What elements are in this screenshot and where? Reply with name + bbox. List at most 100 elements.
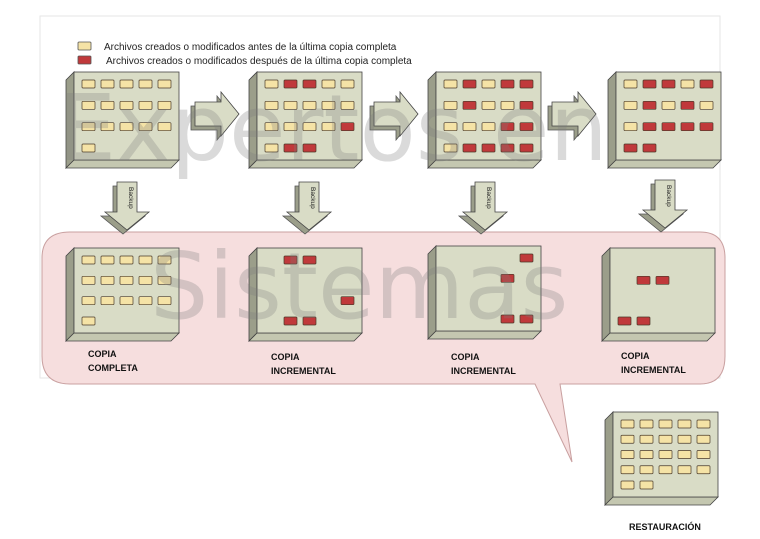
file-old [264,122,279,132]
file-old [443,79,458,89]
caption-full-line1: COPIA [88,349,117,359]
backup-arrow-label: Backup [127,187,134,209]
caption-restore: RESTAURACIÓN [629,521,701,532]
file-old [157,122,172,132]
file-old [661,100,676,110]
arrow-backup-1: Backup [99,181,151,235]
file-old [81,122,96,132]
file-old [157,100,172,110]
file-old [302,122,317,132]
file-old [481,100,496,110]
file-old [623,100,638,110]
state-box-2 [248,71,363,169]
file-old [696,465,711,475]
file-old [443,100,458,110]
caption-inc1-line2: INCREMENTAL [271,366,336,376]
caption-inc3-line2: INCREMENTAL [621,365,686,375]
file-old [680,79,695,89]
file-new [519,122,534,132]
file-old [138,122,153,132]
file-new [636,316,651,326]
file-new [642,100,657,110]
file-old [658,434,673,444]
file-old [157,79,172,89]
file-old [119,296,134,306]
file-new [661,79,676,89]
file-old [639,450,654,459]
file-old [100,255,115,265]
state-box-3 [427,71,542,169]
legend-swatch-new [77,55,92,65]
arrow-backup-4: Backup [637,179,689,233]
file-new [500,79,515,89]
file-new [340,122,355,132]
file-old [157,255,172,265]
file-new [617,316,632,326]
file-old [81,79,96,89]
file-old [639,434,654,444]
legend-label-old: Archivos creados o modificados antes de … [104,42,397,53]
arrow-backup-3: Backup [457,181,509,235]
file-new [283,255,298,265]
file-old [100,296,115,306]
file-old [481,122,496,132]
file-old [658,419,673,429]
legend: Archivos creados o modificados antes de … [77,41,412,67]
file-new [302,143,317,153]
file-new [500,273,515,283]
file-new [302,79,317,89]
file-old [138,100,153,110]
file-new [642,122,657,132]
captions: COPIA COMPLETA COPIA INCREMENTAL COPIA I… [88,349,701,532]
arrow-right-2 [369,90,419,142]
backup-box-inc3 [601,247,716,342]
file-old [639,419,654,429]
file-new [642,143,657,153]
file-old [443,122,458,132]
file-old [677,450,692,459]
file-new [680,122,695,132]
arrow-backup-2: Backup [281,181,333,235]
file-old [620,434,635,444]
watermark: Expertos en Sistemas [58,75,608,340]
file-old [639,465,654,475]
file-old [264,143,279,153]
file-old [283,100,298,110]
backup-box-full [65,247,180,342]
file-old [81,275,96,285]
file-old [138,275,153,285]
caption-full-line2: COMPLETA [88,363,138,373]
file-old [119,79,134,89]
legend-label-new: Archivos creados o modificados después d… [106,56,412,67]
file-old [443,143,458,153]
file-old [302,100,317,110]
file-old [283,122,298,132]
state-box-1 [65,71,180,169]
file-old [100,122,115,132]
file-old [620,480,635,490]
file-old [119,122,134,132]
file-old [321,100,336,110]
legend-swatch-old [77,41,92,51]
file-old [100,275,115,285]
file-old [639,480,654,490]
file-old [119,255,134,265]
file-old [677,419,692,429]
box-side [601,247,611,342]
arrow-right-1 [190,90,240,142]
file-old [119,275,134,285]
file-old [138,255,153,265]
file-old [81,100,96,110]
file-new [302,316,317,326]
box-side [607,71,617,169]
file-old [100,100,115,110]
box-side [604,411,614,506]
file-new [500,143,515,153]
file-old [157,296,172,306]
file-old [321,122,336,132]
file-old [462,122,477,132]
file-new [462,79,477,89]
file-old [620,450,635,459]
file-old [677,465,692,475]
watermark-line2: Sistemas [150,233,569,340]
